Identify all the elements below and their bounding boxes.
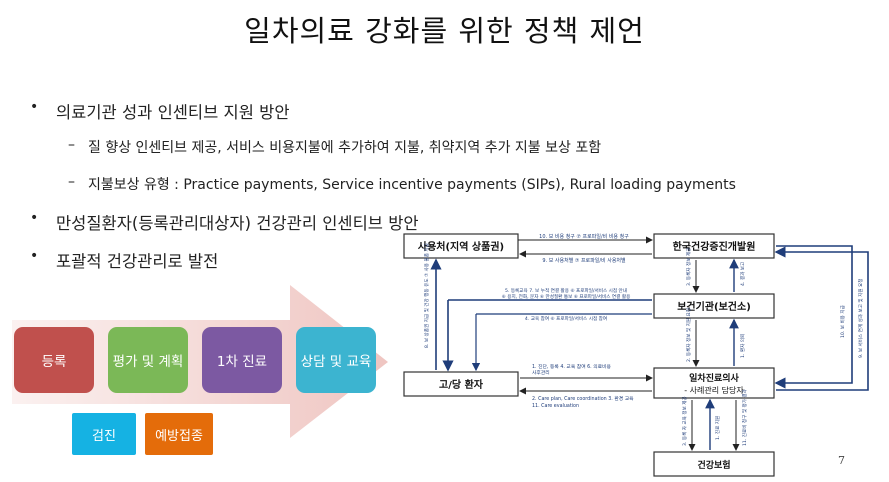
page-number: 7 (838, 454, 845, 467)
svg-text:- 사례관리 담당자: - 사례관리 담당자 (684, 385, 744, 395)
bullet-text: 의료기관 성과 인센티브 지원 방안 (56, 103, 290, 122)
bullet-dot-icon: • (30, 210, 39, 226)
dash-icon: – (68, 137, 75, 153)
bullet-text: 포괄적 건강관리로 발전 (56, 252, 219, 271)
edge-label: 10. 보 비용 청구 ⑦ 프로파일/비 비용 청구 (539, 233, 629, 240)
dash-icon: – (68, 174, 75, 190)
bullet-text: 만성질환자(등록관리대상자) 건강관리 인센티브 방안 (56, 214, 419, 233)
bullet-chronic: • 만성질환자(등록관리대상자) 건강관리 인센티브 방안 (30, 210, 419, 234)
step-primary-care: 1차 진료 (202, 327, 282, 393)
svg-text:사용처(지역 상품권): 사용처(지역 상품권) (418, 240, 504, 253)
edge-label: 2. Care plan, Care coordination 3. 환경 교육 (532, 395, 634, 402)
svg-text:보건기관(보건소): 보건기관(보건소) (677, 300, 751, 313)
edge-label: 4. 결과 보고 (739, 262, 746, 286)
edge-label: 사후관리 (532, 369, 550, 376)
edge-label: 11. Care evaluation (532, 403, 579, 409)
sub-bullet-quality: – 질 향상 인센티브 제공, 서비스 비용지불에 추가하여 지불, 취약지역 … (68, 137, 602, 157)
edge-label: 3. 등록 자 교육 정보 제공 (681, 396, 688, 446)
process-arrow (12, 285, 388, 438)
bullet-dot-icon: • (30, 99, 39, 115)
step-assessment: 평가 및 계획 (108, 327, 188, 393)
node-insurance: 건강보험 (653, 451, 775, 477)
svg-text:한국건강증진개발원: 한국건강증진개발원 (673, 240, 756, 253)
sub-step-vaccination: 예방접종 (145, 413, 213, 455)
node-kdi: 한국건강증진개발원 (653, 233, 775, 259)
care-network-diagram: 사용처(지역 상품권) 한국건강증진개발원 보건기관(보건소) 고/당 환자 일… (403, 233, 869, 477)
node-patient: 고/당 환자 (403, 371, 519, 397)
edge-label: 11. 진료비 청구 및 평가 결과 (741, 388, 748, 446)
svg-text:일차진료의사: 일차진료의사 (689, 372, 739, 384)
edge-label: 3. 등록자 정보 제공 (685, 248, 692, 286)
step-counseling: 상담 및 교육 (296, 327, 376, 393)
slide-title: 일차의료 강화를 위한 정책 제언 (244, 14, 645, 48)
node-health-center: 보건기관(보건소) (653, 293, 775, 319)
bullet-incentive: • 의료기관 성과 인센티브 지원 방안 (30, 99, 290, 123)
edge-label: 5. 등록교육 7. 보 누적 연결 활용 ⑥ 프로파일/서비스 시점 안내 (505, 287, 627, 294)
step-register: 등록 (14, 327, 94, 393)
node-doctor: 일차진료의사 - 사례관리 담당자 (653, 367, 775, 399)
edge-label: ⑥ 용지, 전화, 문자 ⑥ 만성질환 통보 ⑥ 프로파일/서비스 연결 활용 (502, 293, 631, 300)
node-supplier: 사용처(지역 상품권) (403, 233, 519, 259)
sub-bullet-text: 질 향상 인센티브 제공, 서비스 비용지불에 추가하여 지불, 취약지역 추가… (88, 140, 602, 156)
edge-label: 4. 교육 참여 ⑥ 프로파일/서비스 시점 참여 (525, 315, 607, 322)
sub-step-screening: 검진 (72, 413, 136, 455)
edge-label: 1. 진단, 등록 4. 교육 참여 6. 의료비용 (532, 363, 611, 370)
edge-label: 8. 보 상품권 지급 및 건강 행동 유도 ⑦ 사용 물품 지급 (423, 243, 430, 348)
bullet-comprehensive: • 포괄적 건강관리로 발전 (30, 248, 219, 272)
svg-text:고/당 환자: 고/당 환자 (439, 378, 484, 391)
edge-label: 1. 진료 지원 (714, 416, 721, 440)
edge-label: 9. 보 서비스 연계 성과 보고 및 지원 요청 (857, 279, 864, 358)
edge-label: 2. 등록자 정보 및 지원 요청 (685, 308, 692, 362)
bullet-dot-icon: • (30, 248, 39, 264)
edge-label: 10. 보 비용 지급 (839, 305, 846, 338)
svg-text:건강보험: 건강보험 (697, 459, 730, 471)
sub-bullet-payment-types: – 지불보상 유형 : Practice payments, Service i… (68, 174, 736, 194)
sub-bullet-text: 지불보상 유형 : Practice payments, Service inc… (88, 177, 736, 193)
edge-label: 1. 환자 의뢰 (739, 334, 746, 358)
edge-label: 9. 보 사용처별 ⑦ 프로파일/비 사용처별 (542, 257, 626, 264)
